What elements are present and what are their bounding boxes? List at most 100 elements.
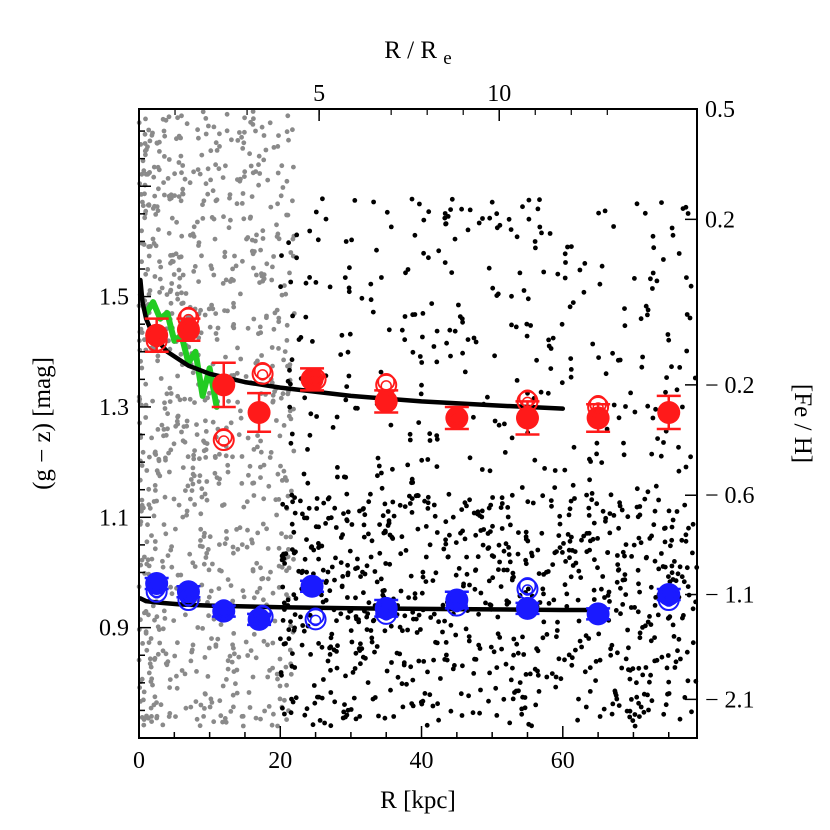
cloud-point [570, 300, 576, 305]
cloud-point [631, 542, 637, 548]
cloud-point [665, 332, 671, 337]
cloud-point [452, 236, 458, 242]
cloud-point [564, 604, 570, 609]
cloud-point [240, 588, 246, 594]
cloud-point [567, 538, 573, 544]
cloud-point [684, 565, 690, 571]
cloud-point [227, 192, 233, 198]
cloud-point [211, 272, 217, 278]
cloud-point [566, 512, 572, 518]
cloud-point [161, 608, 167, 614]
right-tick-label: − 2.1 [705, 687, 755, 713]
cloud-point [368, 554, 374, 560]
cloud-point [254, 589, 260, 595]
cloud-point [195, 167, 201, 173]
cloud-point [486, 545, 492, 550]
cloud-point [231, 645, 236, 651]
cloud-point [399, 327, 405, 333]
cloud-point [283, 664, 289, 670]
cloud-point [319, 543, 325, 549]
open-circle-marker [516, 578, 539, 601]
cloud-point [180, 272, 186, 278]
cloud-point [627, 676, 633, 682]
cloud-point [423, 579, 429, 584]
cloud-point [586, 636, 592, 641]
cloud-point [664, 665, 670, 671]
cloud-point [220, 175, 226, 181]
cloud-point [495, 631, 501, 637]
cloud-point [288, 416, 294, 422]
open-circle-marker [589, 395, 608, 413]
cloud-point [275, 676, 280, 682]
cloud-point [462, 369, 468, 375]
cloud-point [582, 669, 588, 675]
cloud-point [400, 704, 406, 710]
cloud-point [188, 477, 194, 482]
cloud-point [213, 140, 219, 146]
cloud-point [620, 602, 626, 607]
cloud-point [568, 367, 574, 372]
cloud-point [278, 463, 283, 469]
cloud-point [398, 551, 404, 557]
cloud-point [505, 505, 511, 510]
cloud-point [440, 629, 445, 635]
cloud-point [213, 455, 218, 460]
cloud-point [256, 182, 261, 188]
cloud-point [201, 198, 207, 204]
cloud-point [342, 275, 348, 280]
cloud-point [305, 480, 311, 486]
cloud-point [293, 695, 299, 701]
cloud-point [433, 570, 439, 576]
cloud-point [523, 529, 529, 535]
cloud-point [213, 642, 219, 648]
cloud-point [314, 496, 320, 501]
cloud-point [145, 522, 150, 528]
cloud-point [535, 547, 541, 553]
cloud-point [249, 537, 255, 543]
cloud-point [537, 197, 542, 203]
cloud-point [251, 265, 256, 271]
cloud-point [175, 640, 180, 646]
cloud-point [258, 438, 263, 444]
cloud-point [160, 564, 166, 570]
cloud-point [669, 563, 675, 569]
cloud-point [676, 251, 682, 256]
cloud-point [142, 554, 147, 560]
cloud-point [462, 536, 468, 542]
cloud-point [616, 703, 622, 708]
cloud-point [259, 576, 265, 582]
cloud-point [280, 185, 286, 190]
cloud-point [285, 493, 291, 499]
open-circle-marker [256, 369, 269, 381]
cloud-point [207, 534, 213, 540]
cloud-point [338, 611, 344, 617]
cloud-point [316, 641, 321, 646]
right-tick-label: − 1.1 [705, 583, 755, 609]
cloud-point [257, 324, 263, 330]
cloud-point [459, 713, 465, 718]
cloud-point [509, 492, 515, 498]
cloud-point [378, 369, 384, 375]
cloud-point [191, 456, 197, 462]
cloud-point [418, 391, 424, 397]
open-circle-marker [587, 395, 610, 418]
cloud-point [165, 426, 170, 432]
cloud-point [360, 654, 366, 660]
cloud-point [665, 691, 670, 697]
cloud-point [161, 180, 167, 186]
cloud-point [416, 420, 422, 425]
cloud-point [258, 565, 263, 571]
cloud-point [634, 694, 640, 700]
cloud-point [553, 674, 559, 680]
cloud-point [240, 258, 245, 264]
cloud-point [179, 233, 185, 239]
cloud-point [496, 422, 502, 428]
cloud-point [220, 683, 226, 689]
cloud-point [185, 454, 191, 460]
y-tick-label: 1.1 [99, 505, 129, 531]
cloud-point [503, 541, 509, 547]
cloud-point [139, 508, 144, 514]
cloud-point [238, 408, 243, 414]
cloud-point [467, 582, 472, 588]
